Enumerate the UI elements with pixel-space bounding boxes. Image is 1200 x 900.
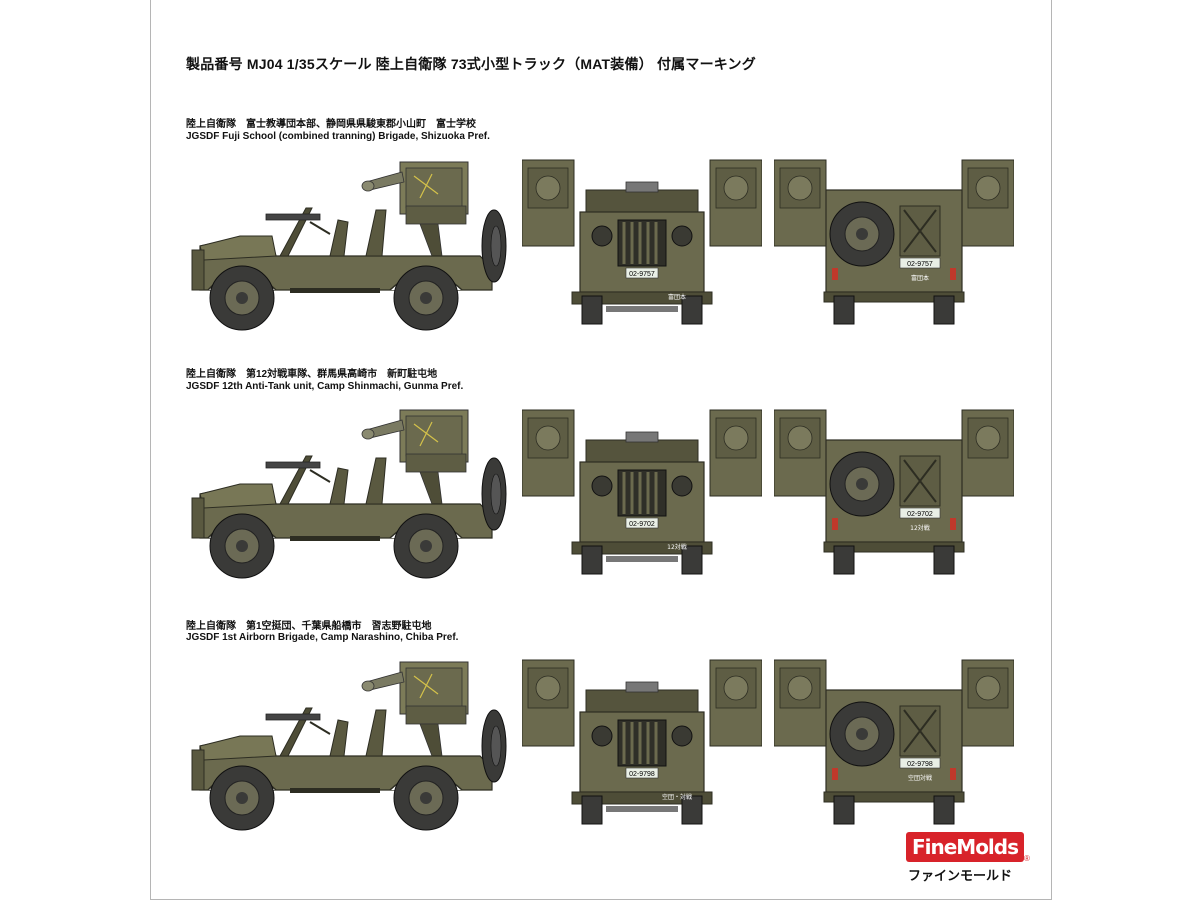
rear-view-vehicle-2: 02-9702 12対戦 xyxy=(774,409,1014,575)
rear-plate-1: 02-9757 xyxy=(907,261,933,268)
front-unit-mark-2: 12対戦 xyxy=(667,543,687,551)
rear-view-vehicle-1: 02-9757 富団本 xyxy=(774,159,1014,325)
section-1-title-en: JGSDF Fuji School (combined tranning) Br… xyxy=(186,131,490,142)
front-view-vehicle-1: 02-9757 富団本 xyxy=(522,158,762,326)
front-plate-2: 02-9702 xyxy=(629,521,655,528)
section-3-title-jp: 陸上自衛隊 第1空挺団、千葉県船橋市 習志野駐屯地 xyxy=(186,621,432,632)
rear-unit-mark-3: 空団対戦 xyxy=(908,774,932,782)
section-3-title-en: JGSDF 1st Airborn Brigade, Camp Narashin… xyxy=(186,632,459,643)
front-view-vehicle-3: 02-9798 空団・対戦 xyxy=(522,658,762,826)
rear-plate-3: 02-9798 xyxy=(907,761,933,768)
logo-badge: FineMolds xyxy=(906,832,1024,862)
logo-name: FineMolds xyxy=(911,835,1019,859)
front-view-vehicle-2: 02-9702 12対戦 xyxy=(522,408,762,576)
front-unit-mark-3: 空団・対戦 xyxy=(662,793,692,801)
section-2-title-en: JGSDF 12th Anti-Tank unit, Camp Shinmach… xyxy=(186,381,464,392)
section-1-title-jp: 陸上自衛隊 富士教導団本部、静岡県県駿東郡小山町 富士学校 xyxy=(186,119,476,130)
rear-unit-mark-2: 12対戦 xyxy=(910,524,930,532)
side-view-vehicle-1 xyxy=(191,161,507,331)
front-unit-mark-1: 富団本 xyxy=(668,293,686,301)
side-view-vehicle-2 xyxy=(191,409,507,579)
front-plate-3: 02-9798 xyxy=(629,771,655,778)
front-plate-1: 02-9757 xyxy=(629,271,655,278)
logo-kana: ファインモールド xyxy=(908,868,1013,883)
side-view-vehicle-3 xyxy=(191,661,507,831)
logo-registered-mark: ® xyxy=(1024,854,1030,863)
rear-plate-2: 02-9702 xyxy=(907,511,933,518)
page-title: 製品番号 MJ04 1/35スケール 陸上自衛隊 73式小型トラック（MAT装備… xyxy=(186,56,756,72)
section-2-title-jp: 陸上自衛隊 第12対戦車隊、群馬県高崎市 新町駐屯地 xyxy=(186,369,438,380)
rear-view-vehicle-3: 02-9798 空団対戦 xyxy=(774,659,1014,825)
rear-unit-mark-1: 富団本 xyxy=(911,274,929,282)
finemolds-logo: FineMolds ® ファインモールド xyxy=(906,832,1032,892)
